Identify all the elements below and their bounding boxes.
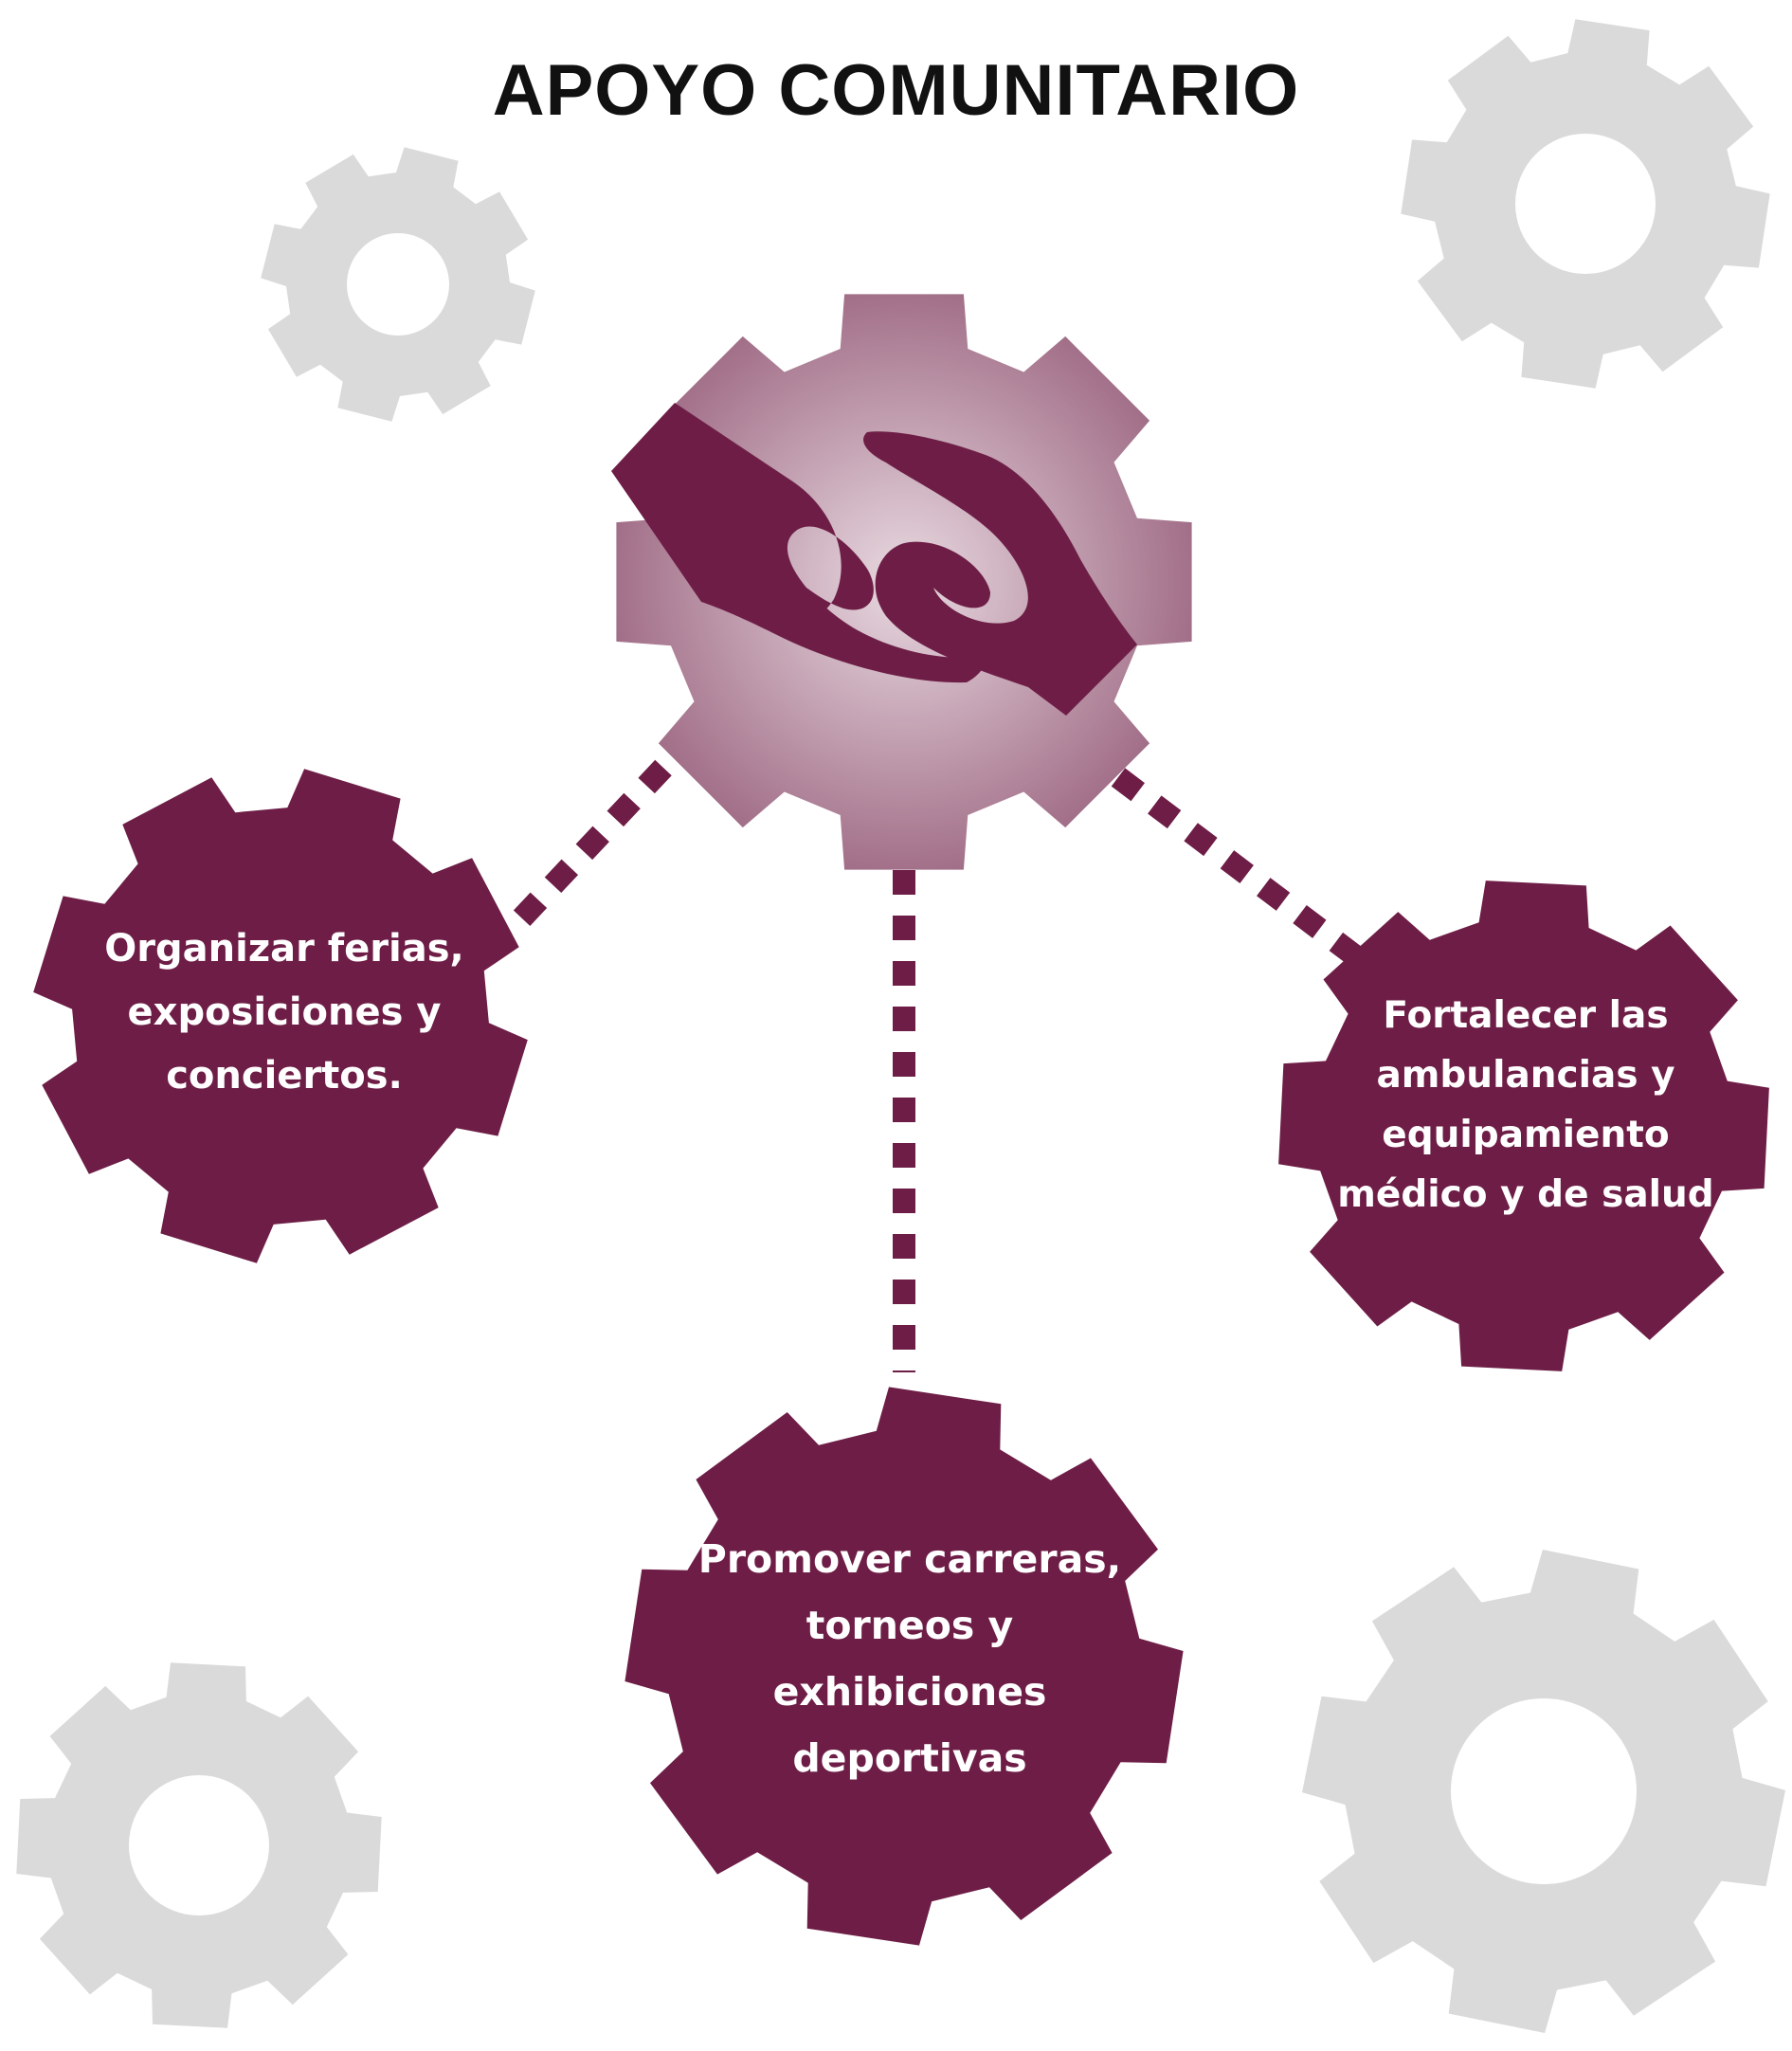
node-line: ambulancias y bbox=[1376, 1054, 1675, 1097]
node-line: médico y de salud bbox=[1337, 1173, 1714, 1216]
node-line: Fortalecer las bbox=[1383, 994, 1669, 1037]
background-gear-icon bbox=[1302, 1550, 1785, 2033]
node-line: exposiciones y bbox=[127, 990, 442, 1034]
diagram-title: APOYO COMUNITARIO bbox=[492, 50, 1300, 131]
node-line: Promover carreras, bbox=[697, 1536, 1122, 1582]
node-line: exhibiciones bbox=[772, 1669, 1047, 1715]
connector-right bbox=[1111, 768, 1377, 976]
node-line: Organizar ferias, bbox=[104, 927, 464, 971]
node-line: torneos y bbox=[805, 1603, 1014, 1648]
helping-hands-icon bbox=[611, 403, 1137, 716]
node-line: conciertos. bbox=[166, 1054, 403, 1098]
node-gear-left bbox=[33, 769, 528, 1263]
connector-left bbox=[503, 759, 672, 937]
node-text-right: Fortalecer las ambulancias y equipamient… bbox=[1298, 986, 1753, 1225]
node-gear-bottom bbox=[624, 1387, 1184, 1946]
background-gears bbox=[16, 19, 1785, 2033]
background-gear-icon bbox=[1401, 19, 1770, 389]
node-gear-right bbox=[1278, 880, 1769, 1371]
node-line: deportivas bbox=[792, 1735, 1027, 1781]
node-text-left: Organizar ferias, exposiciones y concier… bbox=[66, 917, 502, 1108]
background-gear-icon bbox=[16, 1662, 382, 2028]
node-text-bottom: Promover carreras, torneos y exhibicione… bbox=[663, 1526, 1156, 1791]
node-line: equipamiento bbox=[1382, 1114, 1670, 1156]
background-gear-icon bbox=[261, 147, 535, 422]
connectors bbox=[503, 759, 1377, 1372]
